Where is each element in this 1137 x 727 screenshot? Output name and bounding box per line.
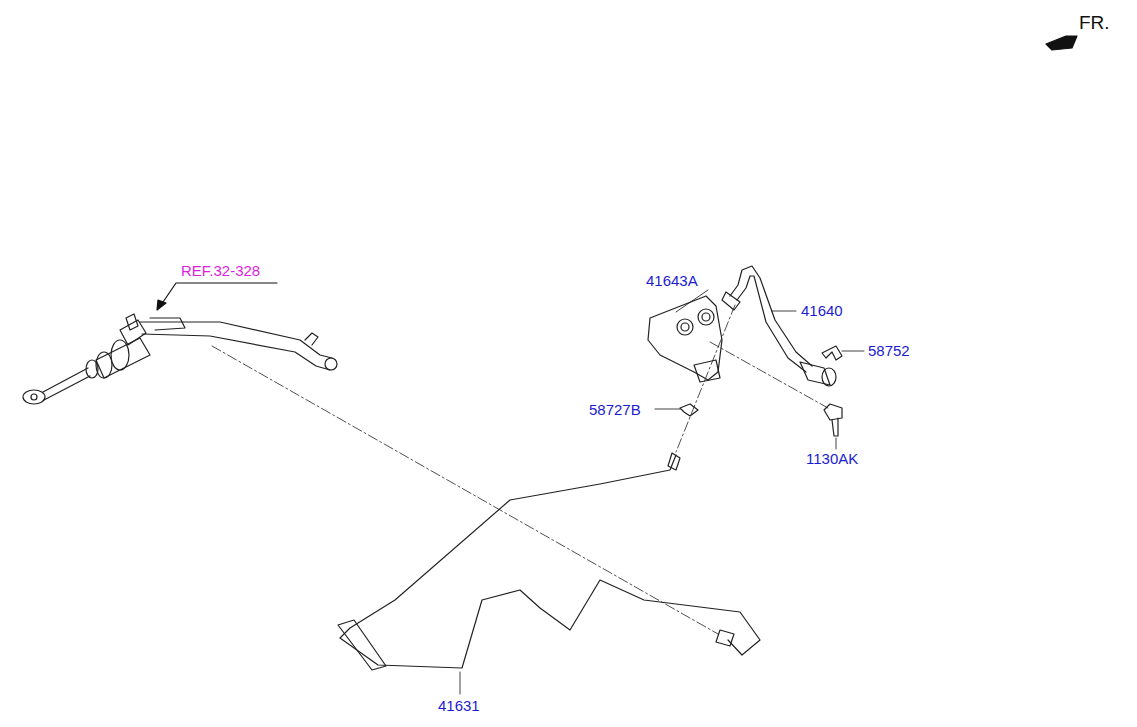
arrow-head: [157, 300, 166, 310]
brake-hose: [722, 266, 836, 386]
callout-number: 58752: [867, 342, 911, 359]
callout-number: 1130AK: [805, 450, 859, 467]
bracket: [648, 296, 722, 382]
front-arrow: [1046, 36, 1077, 50]
callout-number: 58727B: [588, 401, 642, 418]
clip: [680, 404, 698, 416]
direction-label: FR.: [1078, 12, 1111, 33]
leader-line: [161, 283, 277, 305]
callout-number: 41640: [800, 302, 844, 319]
callout-number: 41643A: [645, 272, 699, 289]
clip: [822, 346, 842, 360]
callout-number: 41631: [437, 697, 481, 714]
brake-pipe: [338, 453, 760, 670]
leader-line: [460, 290, 864, 694]
reference-label: REF.32-328: [180, 262, 261, 279]
assembly-line: [212, 305, 828, 634]
bolt: [824, 404, 842, 436]
